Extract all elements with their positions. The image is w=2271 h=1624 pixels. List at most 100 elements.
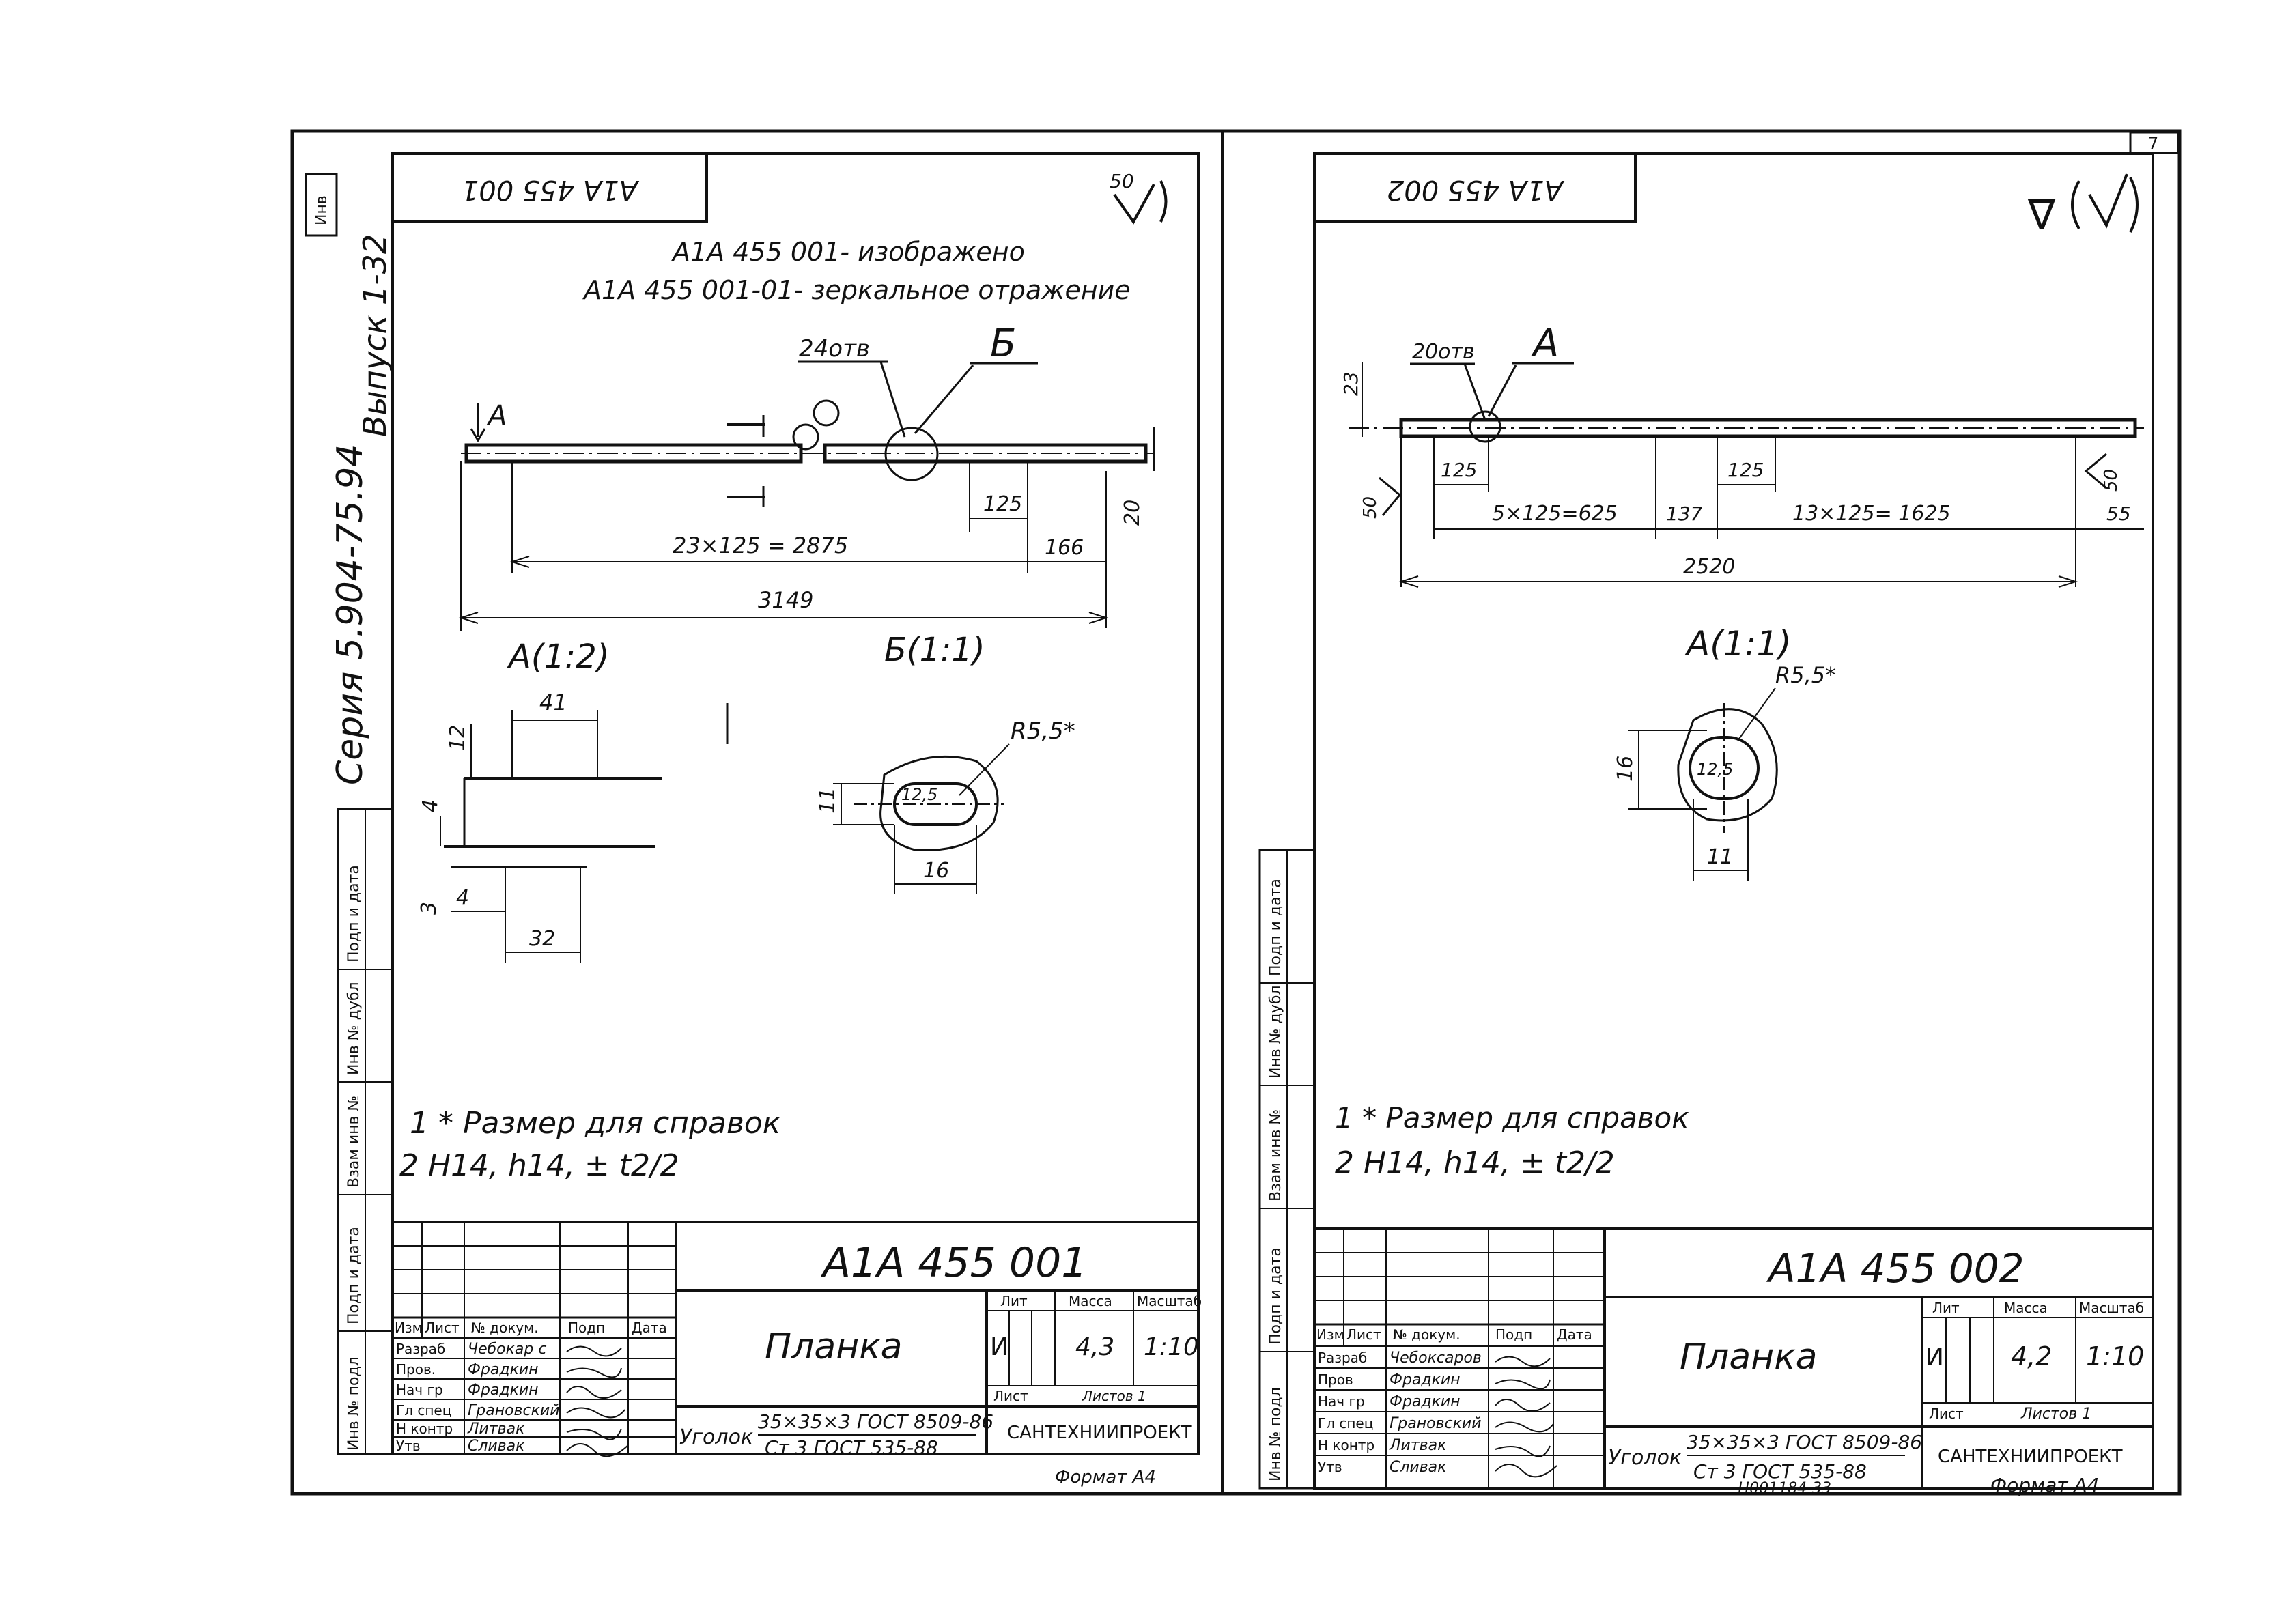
left-side-label-4: Подп и дата <box>345 1227 363 1324</box>
right-stamp-role-5: Н контр <box>1318 1437 1374 1453</box>
left-note-line2: А1А 455 001-01- зеркальное отражение <box>582 275 1131 305</box>
right-note2: 2 H14, h14, ± t2/2 <box>1335 1145 1615 1180</box>
right-stamp-role-6: Утв <box>1318 1459 1342 1475</box>
left-org: САНТЕХНИИПРОЕКТ <box>1007 1423 1192 1443</box>
right-dim-55: 55 <box>2106 502 2131 525</box>
right-va-blob <box>1677 708 1778 822</box>
right-stamp-role-3: Нач гр <box>1318 1393 1365 1410</box>
right-top-code: А1А 455 002 <box>1387 174 1565 205</box>
left-view-a: А(1:2) <box>507 638 610 676</box>
right-side-label-5: Инв № подл <box>1267 1387 1284 1481</box>
right-dim-13x125: 13×125= 1625 <box>1792 502 1951 526</box>
right-dim-50a: 50 <box>1360 496 1381 519</box>
left-stamp-role-2: Пров. <box>396 1361 436 1378</box>
left-stamp-role-5: Н контр <box>396 1421 453 1437</box>
left-note-line1: А1А 455 001- изображено <box>671 237 1025 267</box>
left-signatures <box>566 1345 629 1457</box>
right-radius: R5,5* <box>1775 662 1836 688</box>
left-scale-val: 1:10 <box>1144 1333 1199 1361</box>
left-side-label-2: Взам инв № <box>345 1096 363 1188</box>
left-part-name: Планка <box>765 1326 902 1367</box>
left-dim-12-5: 12,5 <box>901 785 937 804</box>
left-callout-a: А <box>486 400 507 431</box>
left-holes-leader <box>879 361 906 438</box>
left-stamp-role-1: Разраб <box>396 1341 445 1357</box>
left-sheet: А1А 455 001 50 Серия 5.904-75.94 Выпуск … <box>305 152 1202 1487</box>
left-side-label-5: Инв № подл <box>345 1356 363 1451</box>
outer-frame <box>290 129 2182 1496</box>
right-material-prefix: Уголок <box>1608 1446 1682 1470</box>
right-callout-a: А <box>1531 322 1559 366</box>
right-rough-right <box>2084 453 2107 489</box>
right-signatures <box>1495 1356 1557 1478</box>
corner-number: 7 <box>2148 134 2158 153</box>
right-dim-16: 16 <box>1613 756 1637 782</box>
right-sheets-hdr: Листов 1 <box>2020 1406 2091 1423</box>
right-holes-label: 20отв <box>1412 340 1475 364</box>
right-stamp-name-5: Литвак <box>1389 1437 1447 1454</box>
left-sheet-hdr: Лист <box>993 1388 1028 1404</box>
left-dim-41: 41 <box>539 689 567 715</box>
left-scale-hdr: Масштаб <box>1137 1293 1202 1309</box>
left-dim-12: 12 <box>446 725 470 751</box>
left-roughness-symbol <box>1113 180 1168 225</box>
left-dim-4b: 4 <box>456 886 469 910</box>
left-dim-4a: 4 <box>419 799 442 812</box>
right-dim-2520: 2520 <box>1683 555 1735 579</box>
left-mass-val: 4,3 <box>1075 1333 1114 1361</box>
left-issue-vertical: Выпуск 1-32 <box>356 234 393 437</box>
left-callout-b-leader <box>914 365 974 434</box>
right-side-label-1: Подп и дата <box>1267 879 1284 976</box>
right-scale-val: 1:10 <box>2086 1341 2144 1371</box>
left-inv-box <box>305 173 338 237</box>
left-dim-166: 166 <box>1045 536 1084 560</box>
right-stamp-h-doc: № докум. <box>1393 1326 1461 1343</box>
right-stamp-role-4: Гл спец <box>1318 1415 1373 1431</box>
right-lit-val: И <box>1926 1343 1944 1371</box>
left-break-circle <box>792 423 819 451</box>
left-dim-16: 16 <box>923 859 949 883</box>
left-callout-a-head <box>470 428 486 442</box>
left-roughness-value: 50 <box>1110 170 1134 193</box>
left-dim3149-arr1 <box>458 612 479 624</box>
right-org: САНТЕХНИИПРОЕКТ <box>1938 1447 2123 1467</box>
right-side-label-4: Подп и дата <box>1267 1247 1284 1345</box>
left-inv-box-label: Инв <box>313 195 330 225</box>
left-dim-11: 11 <box>816 788 840 814</box>
right-stamp-h-name: Лист <box>1346 1326 1381 1343</box>
left-stamp-h-name: Лист <box>425 1320 460 1336</box>
left-break-circle2 <box>813 399 840 427</box>
left-stamp-role-6: Утв <box>396 1438 421 1454</box>
left-vb-blob <box>879 755 999 851</box>
left-radius: R5,5* <box>1011 717 1075 745</box>
left-dim-125: 125 <box>983 492 1022 516</box>
right-dim2520-arr1 <box>1398 575 1419 588</box>
right-side-label-2: Взам инв № <box>1267 1109 1284 1201</box>
right-note1: 1 * Размер для справок <box>1335 1101 1689 1135</box>
right-archive: Ц001184-33 <box>1738 1480 1831 1497</box>
left-material-line2: Ст 3 ГОСТ 535-88 <box>765 1436 938 1459</box>
left-stamp-grid <box>393 1222 676 1454</box>
left-stamp-name-5: Литвак <box>467 1421 525 1438</box>
left-format: Формат А4 <box>1055 1467 1156 1487</box>
right-lit-hdr: Лит <box>1932 1300 1960 1316</box>
right-radius-leader <box>1737 687 1776 741</box>
left-stamp-h-sign: Подп <box>568 1320 605 1336</box>
right-dim-23: 23 <box>1340 371 1362 396</box>
right-side-label-3: Инв № дубл <box>1267 985 1284 1079</box>
right-stamp-role-2: Пров <box>1318 1371 1353 1388</box>
right-title-code: А1А 455 002 <box>1766 1245 2025 1292</box>
right-format: Формат А4 <box>1990 1474 2099 1496</box>
left-stamp-name-4: Грановский <box>468 1402 560 1419</box>
right-detail-a-circle <box>1469 410 1501 443</box>
right-rough-left <box>1379 476 1402 516</box>
right-dim-125b: 125 <box>1727 459 1764 481</box>
left-dim2875-arr1 <box>509 556 530 568</box>
right-stamp-name-4: Грановский <box>1390 1415 1482 1432</box>
right-mass-hdr: Масса <box>2004 1300 2048 1316</box>
right-view-a: А(1:1) <box>1684 624 1792 664</box>
right-sheet-hdr: Лист <box>1929 1406 1964 1422</box>
left-dim-23x125: 23×125 = 2875 <box>673 532 848 558</box>
right-stamp-h-date: Дата <box>1557 1326 1592 1343</box>
